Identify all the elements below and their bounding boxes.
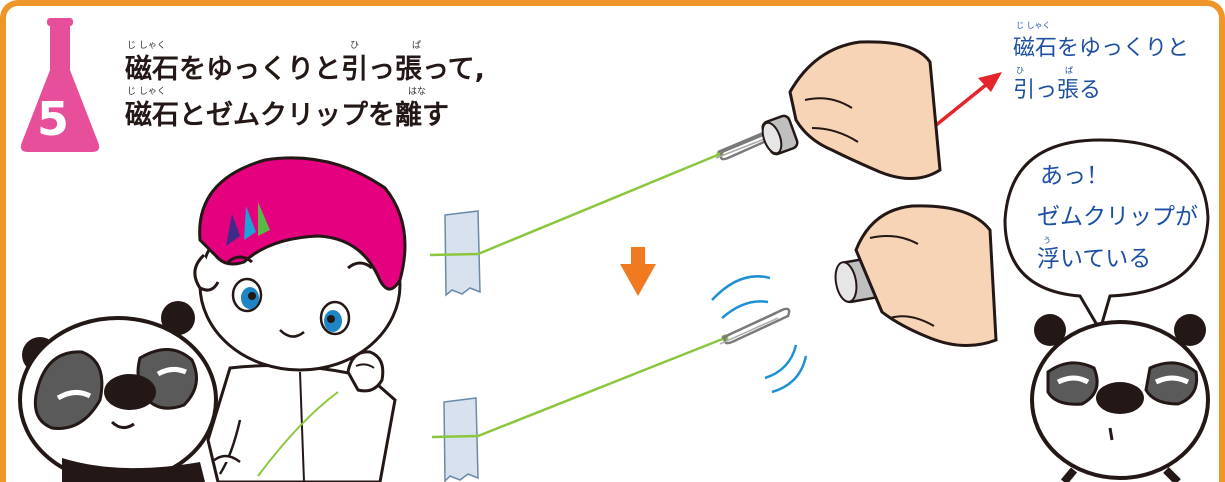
title-ruby-jishaku-1: じ しゃく bbox=[127, 41, 166, 51]
instruction-ruby-pa: ぱ bbox=[1065, 66, 1073, 75]
motion-lines-icon bbox=[711, 275, 808, 394]
thread-bottom bbox=[431, 336, 726, 439]
step-number: 5 bbox=[37, 92, 70, 146]
speech-bubble bbox=[1003, 138, 1210, 334]
step-title-line2: 磁石とゼムクリップを離す bbox=[125, 100, 449, 131]
hand-bottom bbox=[854, 204, 998, 348]
girl-character bbox=[193, 156, 407, 482]
title-ruby-hana: はな bbox=[408, 87, 427, 97]
hand-top bbox=[788, 40, 942, 181]
panda-right bbox=[1030, 314, 1210, 482]
thread-girl bbox=[257, 391, 339, 477]
bubble-ruby-u: う bbox=[1043, 236, 1051, 245]
tape-bottom bbox=[443, 397, 479, 482]
tape-top bbox=[444, 210, 481, 297]
flask-icon bbox=[20, 18, 100, 152]
instruction-ruby-jishaku: じ しゃく bbox=[1016, 21, 1051, 30]
step-title-line1: 磁石をゆっくりと引っ張って, bbox=[125, 54, 485, 85]
red-arrow-icon bbox=[928, 72, 1002, 132]
paperclip-floating bbox=[719, 307, 791, 345]
title-ruby-hi: ひ bbox=[350, 41, 360, 51]
instruction-ruby-hi: ひ bbox=[1016, 66, 1024, 75]
instruction-line2: 引っ張る bbox=[1013, 78, 1102, 103]
panda-left bbox=[18, 301, 218, 482]
title-ruby-jishaku-2: じ しゃく bbox=[127, 87, 166, 97]
bubble-line1: あっ！ bbox=[1040, 163, 1109, 189]
instruction-line1: 磁石をゆっくりと bbox=[1013, 36, 1190, 61]
bubble-line2: ゼムクリップが bbox=[1037, 204, 1198, 230]
title-ruby-pa: ぱ bbox=[412, 41, 422, 51]
magnet-top bbox=[761, 114, 799, 156]
bubble-line3: 浮いている bbox=[1037, 246, 1152, 272]
down-arrow-icon bbox=[620, 247, 656, 296]
thread-top bbox=[429, 152, 721, 257]
